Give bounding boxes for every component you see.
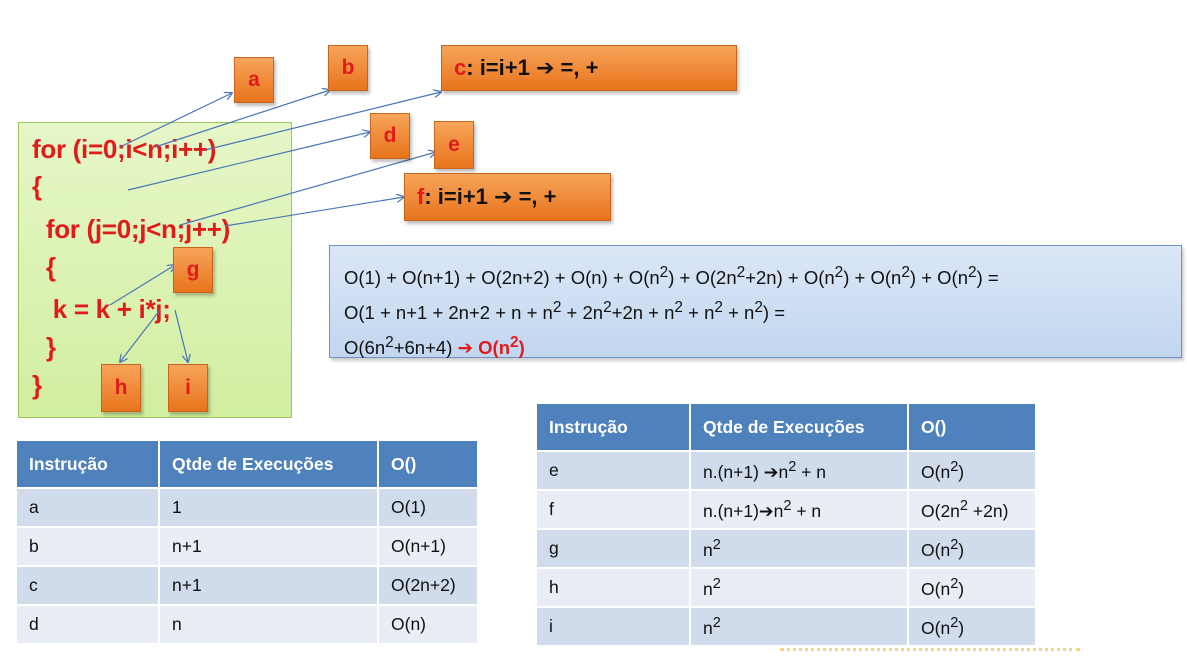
tag-d: d xyxy=(370,113,410,159)
tag-a: a xyxy=(234,57,274,103)
tag-g: g xyxy=(173,247,213,293)
table-right: Instrução Qtde de Execuções O() e n.(n+1… xyxy=(537,404,1037,645)
cell: a xyxy=(17,487,160,527)
table-row: c n+1 O(2n+2) xyxy=(17,565,479,605)
tag-c-letter: c xyxy=(454,55,467,80)
cell: O(n2) xyxy=(908,450,1037,490)
th-o: O() xyxy=(378,441,479,488)
code-line-2: { xyxy=(32,171,42,201)
tag-f-letter: f xyxy=(417,184,425,209)
th-qtde: Qtde de Execuções xyxy=(690,404,909,451)
cell: n2 xyxy=(690,606,909,645)
cell: f xyxy=(537,489,691,529)
tag-c-text: : i=i+1 ➔ =, + xyxy=(466,55,599,80)
formula-line-2: O(1 + n+1 + 2n+2 + n + n2 + 2n2+2n + n2 … xyxy=(344,299,785,324)
code-line-4: { xyxy=(32,252,56,282)
complexity-formula: O(1) + O(n+1) + O(2n+2) + O(n) + O(n2) +… xyxy=(329,245,1182,358)
table-row: e n.(n+1) ➔n2 + n O(n2) xyxy=(537,450,1037,490)
footer-decoration xyxy=(780,648,1080,655)
cell: O(n2) xyxy=(908,606,1037,645)
table-row: d n O(n) xyxy=(17,604,479,643)
cell: n.(n+1)➔n2 + n xyxy=(690,489,909,529)
cell: g xyxy=(537,528,691,568)
cell: O(n) xyxy=(378,604,479,643)
th-o: O() xyxy=(908,404,1037,451)
code-line-1: for (i=0;i<n;i++) xyxy=(32,134,217,164)
code-box xyxy=(18,122,292,418)
code-line-3: for (j=0;j<n;j++) xyxy=(32,214,231,244)
cell: n2 xyxy=(690,528,909,568)
tag-h: h xyxy=(101,364,141,412)
cell: h xyxy=(537,567,691,607)
tag-c: c: i=i+1 ➔ =, + xyxy=(441,45,737,91)
th-instrucao: Instrução xyxy=(17,441,160,488)
table-row: i n2 O(n2) xyxy=(537,606,1037,645)
cell: O(n2) xyxy=(908,528,1037,568)
tag-e: e xyxy=(434,121,474,169)
cell: c xyxy=(17,565,160,605)
code-line-7: } xyxy=(32,370,42,400)
th-instrucao: Instrução xyxy=(537,404,691,451)
code-line-5: k = k + i*j; xyxy=(32,294,171,324)
formula-result: ➔ O(n2) xyxy=(457,334,525,359)
cell: i xyxy=(537,606,691,645)
cell: O(1) xyxy=(378,487,479,527)
code-line-6: } xyxy=(32,332,56,362)
cell: O(n2) xyxy=(908,567,1037,607)
table-row: a 1 O(1) xyxy=(17,487,479,527)
cell: n2 xyxy=(690,567,909,607)
cell: n+1 xyxy=(159,565,379,605)
table-row: g n2 O(n2) xyxy=(537,528,1037,568)
cell: 1 xyxy=(159,487,379,527)
cell: O(2n+2) xyxy=(378,565,479,605)
formula-line-3: O(6n2+6n+4) ➔ O(n2) xyxy=(344,334,525,359)
cell: n+1 xyxy=(159,526,379,566)
cell: d xyxy=(17,604,160,643)
cell: n.(n+1) ➔n2 + n xyxy=(690,450,909,490)
table-left-header: Instrução Qtde de Execuções O() xyxy=(17,441,479,488)
th-qtde: Qtde de Execuções xyxy=(159,441,379,488)
cell: O(2n2 +2n) xyxy=(908,489,1037,529)
cell: O(n+1) xyxy=(378,526,479,566)
cell: n xyxy=(159,604,379,643)
table-row: b n+1 O(n+1) xyxy=(17,526,479,566)
formula-line-1: O(1) + O(n+1) + O(2n+2) + O(n) + O(n2) +… xyxy=(344,264,999,289)
table-right-header: Instrução Qtde de Execuções O() xyxy=(537,404,1037,451)
tag-f: f: i=i+1 ➔ =, + xyxy=(404,173,611,221)
table-row: f n.(n+1)➔n2 + n O(2n2 +2n) xyxy=(537,489,1037,529)
cell: b xyxy=(17,526,160,566)
tag-f-text: : i=i+1 ➔ =, + xyxy=(424,184,557,209)
table-row: h n2 O(n2) xyxy=(537,567,1037,607)
cell: e xyxy=(537,450,691,490)
table-left: Instrução Qtde de Execuções O() a 1 O(1)… xyxy=(17,441,479,643)
tag-b: b xyxy=(328,45,368,91)
tag-i: i xyxy=(168,364,208,412)
